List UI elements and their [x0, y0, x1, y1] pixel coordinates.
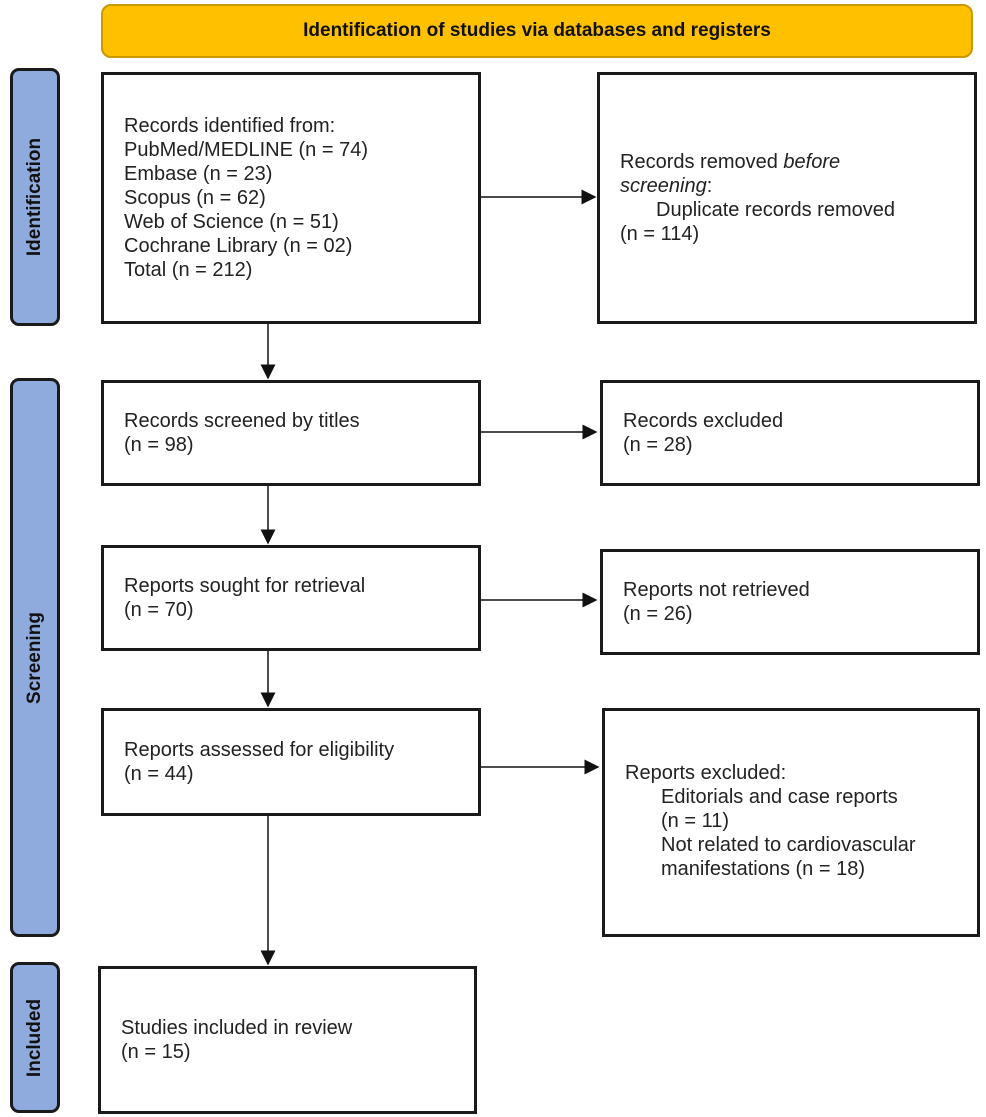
label: Records excluded	[623, 410, 784, 432]
excluded-box: Records excluded(n = 28)	[600, 380, 980, 486]
count: (n = 44)	[124, 763, 194, 785]
records-identified-box: Records identified from: PubMed/MEDLINE …	[101, 72, 481, 324]
count: (n = 11)	[661, 810, 729, 832]
screened-box: Records screened by titles(n = 98)	[101, 380, 481, 486]
box-title-cont: screening:	[620, 175, 713, 197]
sought-box: Reports sought for retrieval(n = 70)	[101, 545, 481, 651]
count: (n = 28)	[623, 434, 693, 456]
label: Reports excluded:	[625, 762, 787, 784]
count: (n = 114)	[620, 223, 700, 245]
total-line: Total (n = 212)	[124, 259, 253, 281]
phase-screening: Screening	[10, 378, 60, 937]
count: (n = 70)	[124, 599, 194, 621]
count: (n = 26)	[623, 603, 693, 625]
records-removed-box: Records removed before screening: Duplic…	[597, 72, 977, 324]
source-line: PubMed/MEDLINE (n = 74)	[124, 139, 368, 161]
box-title: Records identified from:	[124, 115, 336, 137]
included-box: Studies included in review(n = 15)	[98, 966, 477, 1114]
not-retrieved-box: Reports not retrieved(n = 26)	[600, 549, 980, 655]
label: Studies included in review	[121, 1017, 353, 1039]
assessed-box: Reports assessed for eligibility(n = 44)	[101, 708, 481, 816]
box-title: Records removed before	[620, 151, 841, 173]
count: (n = 15)	[121, 1041, 191, 1063]
count: (n = 98)	[124, 434, 194, 456]
reason: Not related to cardiovascular	[661, 834, 916, 856]
label: Reports assessed for eligibility	[124, 739, 395, 761]
source-line: Web of Science (n = 51)	[124, 211, 339, 233]
source-line: Cochrane Library (n = 02)	[124, 235, 353, 257]
reports-excluded-box: Reports excluded: Editorials and case re…	[602, 708, 980, 937]
phase-identification: Identification	[10, 68, 60, 326]
reason: manifestations (n = 18)	[661, 858, 865, 880]
label: Reports sought for retrieval	[124, 575, 366, 597]
source-line: Scopus (n = 62)	[124, 187, 266, 209]
duplicate-label: Duplicate records removed	[656, 199, 895, 221]
label: Records screened by titles	[124, 410, 360, 432]
header-banner: Identification of studies via databases …	[101, 4, 973, 58]
source-line: Embase (n = 23)	[124, 163, 273, 185]
phase-included: Included	[10, 962, 60, 1113]
label: Reports not retrieved	[623, 579, 810, 601]
reason: Editorials and case reports	[661, 786, 898, 808]
